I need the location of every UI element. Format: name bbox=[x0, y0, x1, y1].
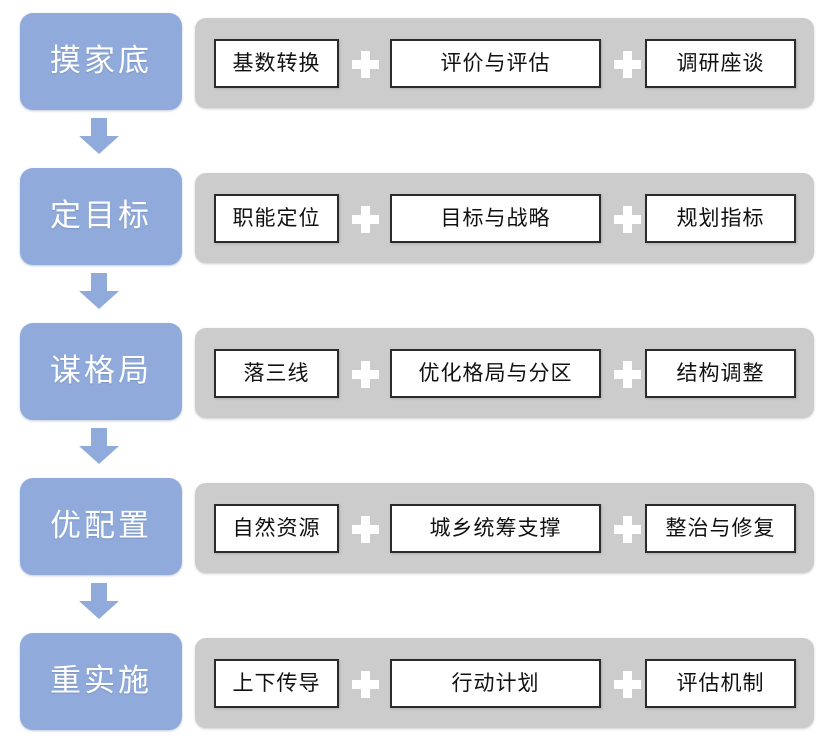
task-panel-5: 上下传导 行动计划 评估机制 bbox=[195, 638, 814, 728]
stage-row-2: 定目标 职能定位 目标与战略 规划指标 bbox=[0, 168, 837, 278]
task-label-3-1: 落三线 bbox=[243, 361, 310, 385]
stage-box-2[interactable]: 定目标 bbox=[20, 168, 182, 265]
task-box-1-1[interactable]: 基数转换 bbox=[214, 39, 339, 88]
plus-icon-4-2 bbox=[614, 516, 641, 543]
task-box-1-2[interactable]: 评价与评估 bbox=[390, 39, 601, 88]
plus-icon-3-2 bbox=[614, 361, 641, 388]
task-box-2-2[interactable]: 目标与战略 bbox=[390, 194, 601, 243]
stage-label-1: 摸家底 bbox=[50, 43, 152, 79]
stage-row-4: 优配置 自然资源 城乡统筹支撑 整治与修复 bbox=[0, 478, 837, 588]
stage-box-5[interactable]: 重实施 bbox=[20, 633, 182, 730]
task-label-3-2: 优化格局与分区 bbox=[418, 361, 573, 385]
stage-row-1: 摸家底 基数转换 评价与评估 调研座谈 bbox=[0, 13, 837, 123]
plus-icon-2-2 bbox=[614, 206, 641, 233]
stage-row-5: 重实施 上下传导 行动计划 评估机制 bbox=[0, 633, 837, 743]
task-box-5-2[interactable]: 行动计划 bbox=[390, 659, 601, 708]
arrow-down-icon-1 bbox=[79, 118, 119, 154]
plus-icon-5-1 bbox=[352, 671, 379, 698]
task-label-1-1: 基数转换 bbox=[232, 51, 321, 75]
arrow-down-icon-3 bbox=[79, 428, 119, 464]
plus-icon-4-1 bbox=[352, 516, 379, 543]
task-label-3-3: 结构调整 bbox=[676, 361, 765, 385]
task-box-2-1[interactable]: 职能定位 bbox=[214, 194, 339, 243]
stage-box-1[interactable]: 摸家底 bbox=[20, 13, 182, 110]
task-box-4-3[interactable]: 整治与修复 bbox=[645, 504, 796, 553]
stage-box-3[interactable]: 谋格局 bbox=[20, 323, 182, 420]
plus-icon-2-1 bbox=[352, 206, 379, 233]
task-box-4-1[interactable]: 自然资源 bbox=[214, 504, 339, 553]
task-label-5-3: 评估机制 bbox=[676, 671, 765, 695]
task-box-1-3[interactable]: 调研座谈 bbox=[645, 39, 796, 88]
task-box-3-1[interactable]: 落三线 bbox=[214, 349, 339, 398]
plus-icon-1-2 bbox=[614, 51, 641, 78]
stage-label-5: 重实施 bbox=[50, 663, 152, 699]
task-box-5-3[interactable]: 评估机制 bbox=[645, 659, 796, 708]
task-panel-4: 自然资源 城乡统筹支撑 整治与修复 bbox=[195, 483, 814, 573]
task-label-4-3: 整治与修复 bbox=[665, 516, 776, 540]
task-label-2-2: 目标与战略 bbox=[440, 206, 551, 230]
task-panel-1: 基数转换 评价与评估 调研座谈 bbox=[195, 18, 814, 108]
stage-label-3: 谋格局 bbox=[50, 353, 152, 389]
stage-box-4[interactable]: 优配置 bbox=[20, 478, 182, 575]
task-label-2-1: 职能定位 bbox=[232, 206, 321, 230]
plus-icon-1-1 bbox=[352, 51, 379, 78]
task-box-5-1[interactable]: 上下传导 bbox=[214, 659, 339, 708]
task-label-1-3: 调研座谈 bbox=[676, 51, 765, 75]
plus-icon-5-2 bbox=[614, 671, 641, 698]
plus-icon-3-1 bbox=[352, 361, 379, 388]
arrow-down-icon-2 bbox=[79, 273, 119, 309]
task-label-1-2: 评价与评估 bbox=[440, 51, 551, 75]
arrow-down-icon-4 bbox=[79, 583, 119, 619]
stage-label-2: 定目标 bbox=[50, 198, 152, 234]
task-box-4-2[interactable]: 城乡统筹支撑 bbox=[390, 504, 601, 553]
task-label-5-2: 行动计划 bbox=[451, 671, 540, 695]
stage-row-3: 谋格局 落三线 优化格局与分区 结构调整 bbox=[0, 323, 837, 433]
task-box-3-3[interactable]: 结构调整 bbox=[645, 349, 796, 398]
task-label-2-3: 规划指标 bbox=[676, 206, 765, 230]
stage-label-4: 优配置 bbox=[50, 508, 152, 544]
task-label-4-2: 城乡统筹支撑 bbox=[429, 516, 562, 540]
task-label-4-1: 自然资源 bbox=[232, 516, 321, 540]
task-box-2-3[interactable]: 规划指标 bbox=[645, 194, 796, 243]
task-panel-2: 职能定位 目标与战略 规划指标 bbox=[195, 173, 814, 263]
task-panel-3: 落三线 优化格局与分区 结构调整 bbox=[195, 328, 814, 418]
task-label-5-1: 上下传导 bbox=[232, 671, 321, 695]
task-box-3-2[interactable]: 优化格局与分区 bbox=[390, 349, 601, 398]
